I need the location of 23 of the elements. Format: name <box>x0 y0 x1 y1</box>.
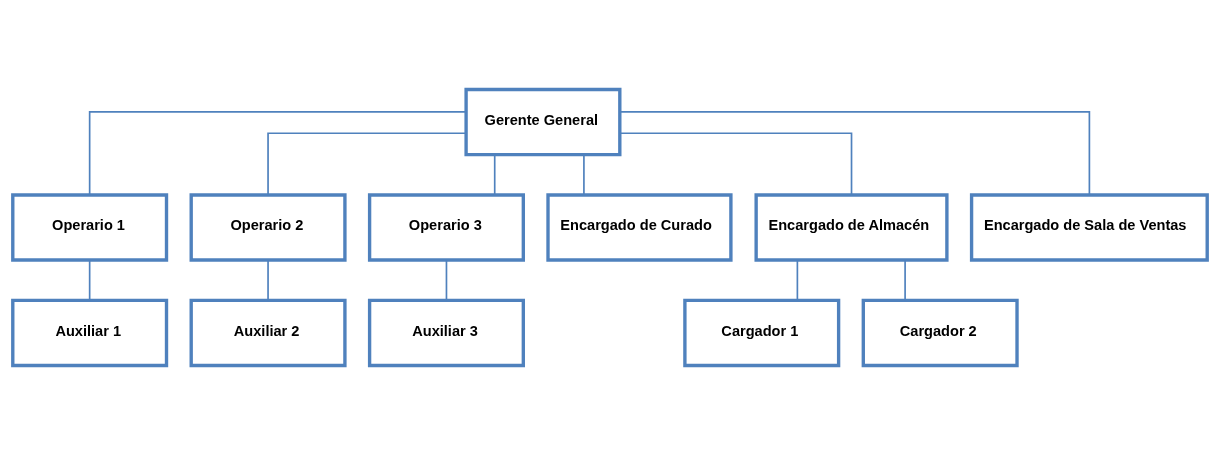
connector <box>88 259 91 302</box>
connector <box>619 111 1091 196</box>
connector <box>904 259 906 302</box>
node-box: Auxiliar 2 <box>189 298 347 368</box>
connector <box>445 259 448 302</box>
connector <box>267 259 269 302</box>
node-box: Auxiliar 1 <box>11 298 169 368</box>
node-box: Auxiliar 3 <box>367 298 525 368</box>
node-box: Cargador 1 <box>683 298 841 368</box>
node-box: Cargador 2 <box>861 298 1019 368</box>
connector <box>493 154 496 196</box>
node-box: Operario 1 <box>11 193 169 262</box>
node-box: Gerente General <box>464 87 622 157</box>
node-box: Operario 3 <box>367 193 525 262</box>
connector <box>796 259 799 302</box>
node-box: Encargado de Almacén <box>754 193 949 262</box>
node-box: Operario 2 <box>189 193 347 262</box>
connector <box>88 111 467 196</box>
connector <box>583 154 585 196</box>
node-box: Encargado de Curado <box>546 193 733 262</box>
node-box: Encargado de Sala de Ventas <box>969 193 1209 262</box>
connector <box>267 132 467 196</box>
connector <box>619 132 853 196</box>
